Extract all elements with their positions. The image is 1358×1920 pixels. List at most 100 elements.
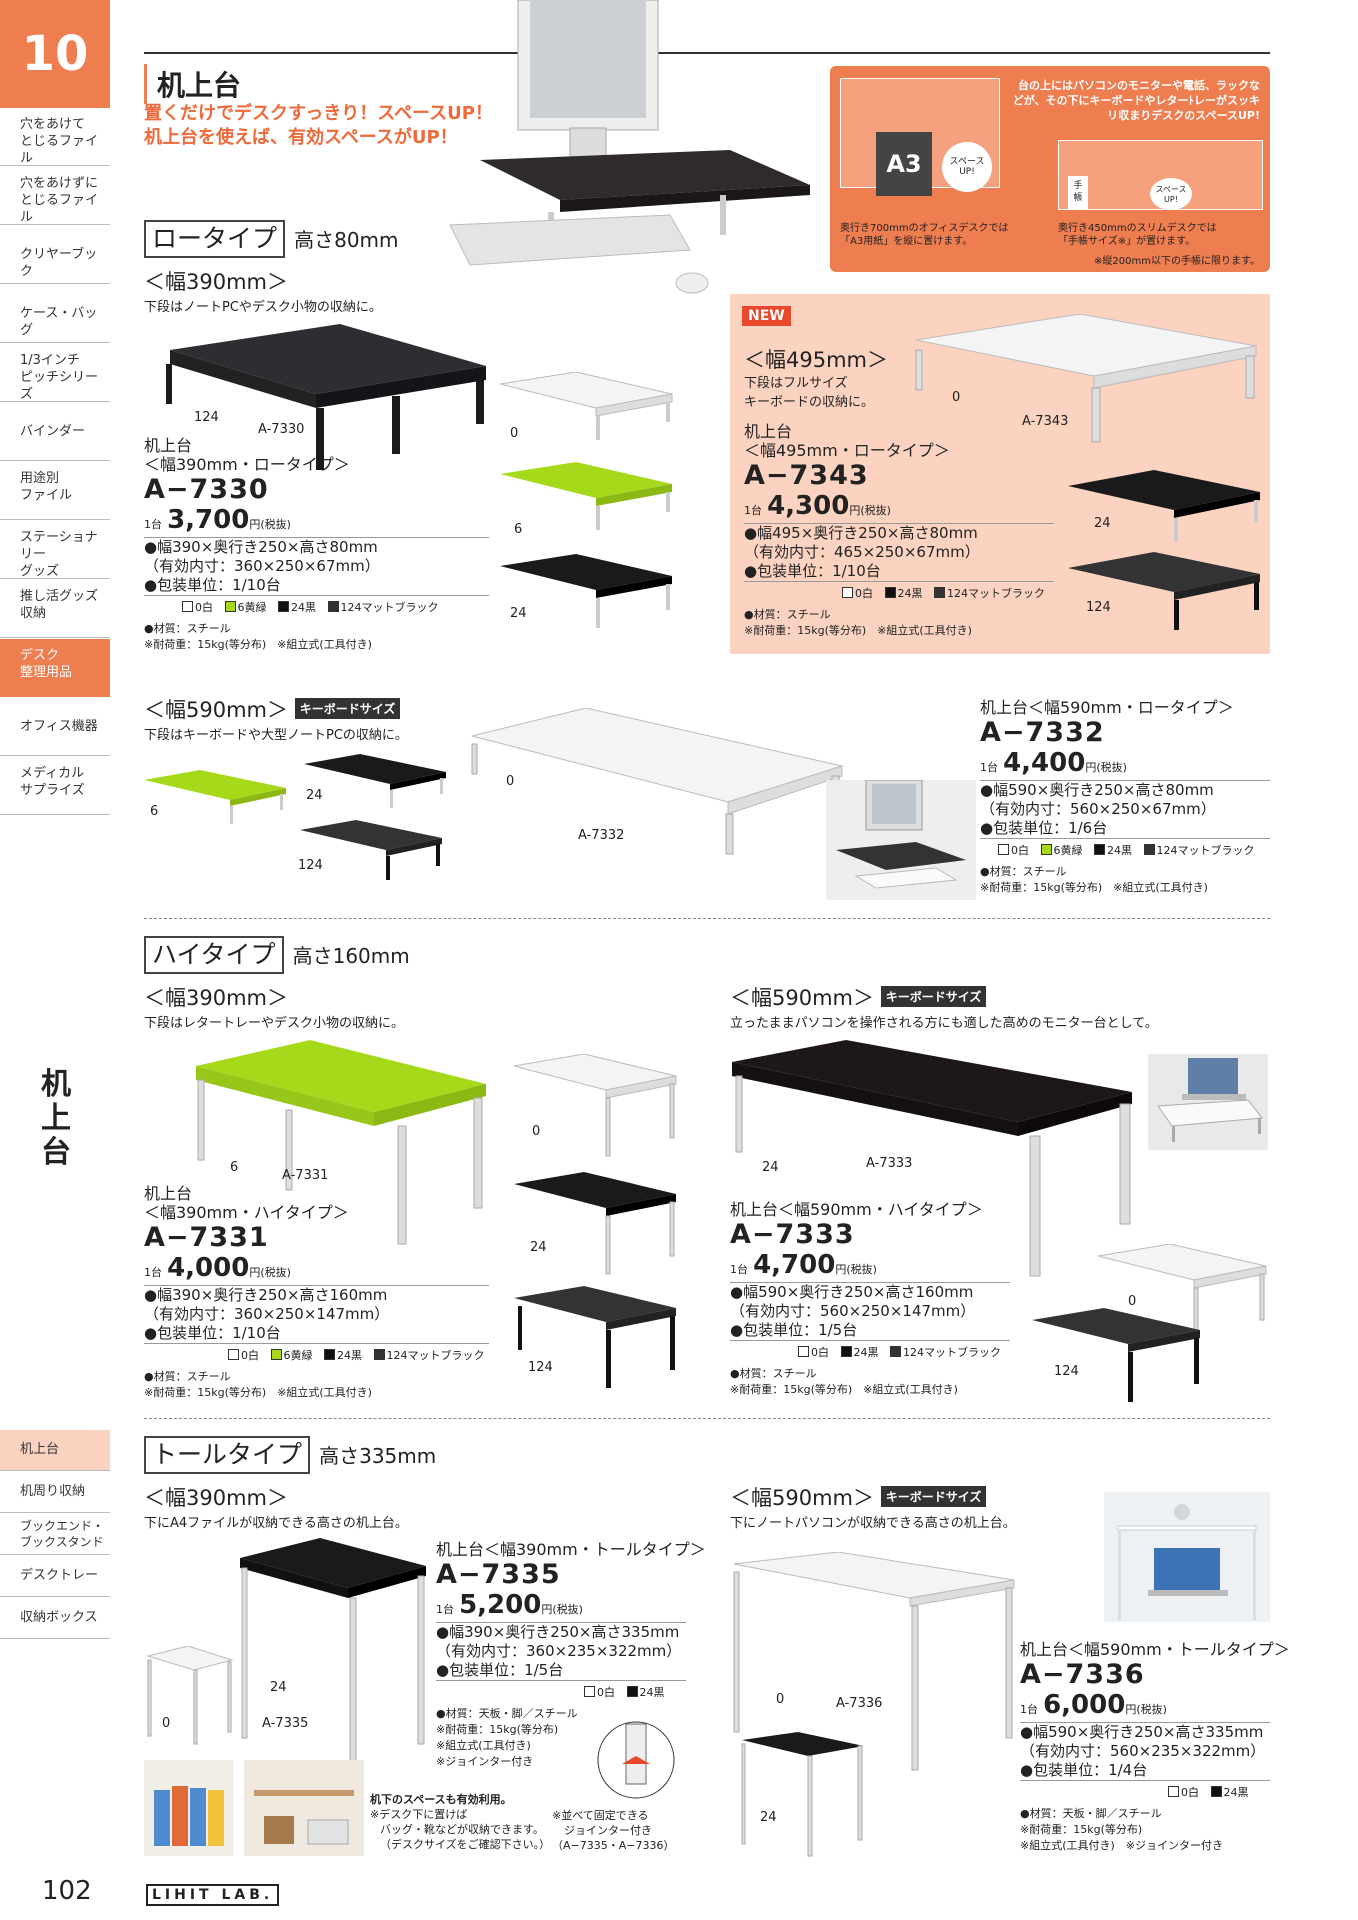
color-label: 24黒 <box>1223 1786 1249 1799</box>
sidebar-item[interactable]: ステーショナリー グッズ <box>0 521 110 579</box>
a7335-info: 机上台＜幅390mm・トールタイプ＞ A−7335 1台 5,200円(税抜) … <box>436 1540 706 1770</box>
color-label: 0白 <box>855 587 873 600</box>
product-code: A−7343 <box>744 460 869 491</box>
material: ●材質：天板・脚／スチール <box>436 1707 578 1720</box>
price: 3,700 <box>167 505 250 535</box>
space-up-badge-2: スペース UP! <box>1150 178 1192 210</box>
color-label: 24黒 <box>639 1686 665 1699</box>
color-options: 0白 24黒 124マットブラック <box>730 1340 1010 1360</box>
product-subname: ＜幅390mm・ハイタイプ＞ <box>144 1203 349 1222</box>
variant-black <box>514 1172 676 1275</box>
color-label: 0白 <box>811 1346 829 1359</box>
a7330-product-image <box>166 324 486 470</box>
variant-white <box>146 1646 234 1745</box>
price: 4,400 <box>1003 748 1086 778</box>
variant-num: 24 <box>306 788 323 803</box>
chapter-number: 10 <box>0 0 110 108</box>
img-num: 0 <box>952 390 961 405</box>
price: 6,000 <box>1043 1690 1126 1720</box>
color-label: 0白 <box>195 601 213 614</box>
a7336-product-image <box>733 1552 1015 1771</box>
product-code: A−7335 <box>436 1559 561 1590</box>
sidebar-item[interactable]: 1/3インチ ピッチシリーズ <box>0 344 110 402</box>
price: 4,300 <box>767 491 850 521</box>
variant-yellow <box>500 462 672 530</box>
sidebar-item[interactable]: 推し活グッズ 収納 <box>0 580 110 638</box>
price: 4,700 <box>753 1250 836 1280</box>
monitor-on-desk-photo <box>449 0 810 294</box>
a7330-info: 机上台 ＜幅390mm・ロータイプ＞ A−7330 1台 3,700円(税抜) … <box>144 436 489 653</box>
info-box-text: 台の上にはパソコンのモニターや電話、ラックなどが、その下にキーボードやレターﾄレ… <box>1012 79 1260 122</box>
usage-photo-under-desk <box>244 1760 364 1856</box>
tax: 円(税抜) <box>849 504 891 517</box>
price: 4,000 <box>167 1253 250 1283</box>
variant-matblack <box>300 820 442 880</box>
size-heading: ＜幅390mm＞ <box>144 986 288 1010</box>
product-name: 机上台＜幅590mm・ハイタイプ＞ <box>730 1200 983 1219</box>
product-code: A−7330 <box>144 474 269 505</box>
unit: 1台 <box>730 1263 748 1276</box>
swatch-black <box>1210 1786 1222 1797</box>
sub-nav-item-active[interactable]: 机上台 <box>0 1430 110 1471</box>
material: ●材質：スチール <box>744 608 831 621</box>
tax: 円(税抜) <box>249 1266 291 1279</box>
spec: （有効内寸：560×250×147mm） <box>730 1302 976 1320</box>
keyboard-size-badge: キーボードサイズ <box>880 986 987 1007</box>
material: ●材質：天板・脚／スチール <box>1020 1807 1162 1820</box>
sidebar-item[interactable]: メディカル サプライズ <box>0 757 110 815</box>
sidebar-item[interactable]: 穴をあけて とじるファイル <box>0 108 110 166</box>
size-heading: ＜幅590mm＞ <box>144 698 288 722</box>
notes: ※ジョインター付き <box>436 1755 534 1768</box>
high-type-heading: ハイタイプ 高さ160mm <box>144 936 410 974</box>
sidebar-item[interactable]: バインダー <box>0 403 110 461</box>
unit: 1台 <box>980 761 998 774</box>
color-label: 0白 <box>241 1349 259 1362</box>
sub-nav-item[interactable]: ブックエンド・ ブックスタンド <box>0 1514 110 1555</box>
side-title: 机 上 台 <box>41 1067 71 1170</box>
tax: 円(税抜) <box>1125 1703 1167 1716</box>
brand-logo: LIHIT LAB. <box>146 1884 280 1906</box>
sidebar-item[interactable]: ケース・バッグ <box>0 285 110 343</box>
note-line: ジョインター付き <box>564 1824 652 1837</box>
a7332-info: 机上台＜幅590mm・ロータイプ＞ A−7332 1台 4,400円(税抜) ●… <box>980 698 1270 896</box>
variant-num: 0 <box>162 1716 171 1731</box>
size-heading-590-tall: ＜幅590mm＞ キーボードサイズ <box>730 1482 987 1512</box>
sub-nav-item[interactable]: 収納ボックス <box>0 1598 110 1639</box>
sidebar-item[interactable]: 穴をあけずに とじるファイル <box>0 167 110 225</box>
page-title: 机上台 <box>157 69 242 102</box>
spec: ●幅390×奥行き250×高さ335mm <box>436 1623 680 1641</box>
a7333-usage-photo <box>1148 1054 1268 1150</box>
size-desc: 下にノートパソコンが収納できる高さの机上台。 <box>730 1516 1016 1531</box>
spec: ●包装単位：1/6台 <box>980 819 1108 837</box>
section-divider <box>144 1418 1270 1419</box>
sidebar-item[interactable]: クリヤーブック <box>0 226 110 284</box>
swatch-white <box>798 1346 809 1357</box>
img-code: A-7331 <box>282 1168 329 1183</box>
color-label: 24黒 <box>337 1349 362 1362</box>
size-desc: 下にA4ファイルが収納できる高さの机上台。 <box>144 1516 408 1531</box>
color-options: 0白 24黒 <box>436 1680 686 1700</box>
low-type-heading: ロータイプ 高さ80mm <box>144 220 399 258</box>
variant-num: 124 <box>528 1360 553 1375</box>
notes: ※耐荷重：15kg(等分布) ※組立式(工具付き) <box>144 1386 372 1399</box>
new-badge: NEW <box>742 306 791 326</box>
swatch-yellow <box>1040 844 1052 855</box>
a7335-product-image <box>240 1538 426 1775</box>
sub-nav-item[interactable]: デスクトレー <box>0 1556 110 1597</box>
sidebar-item-active[interactable]: デスク 整理用品 <box>0 639 110 697</box>
swatch-yellow <box>270 1349 282 1360</box>
img-code: A-7330 <box>258 422 305 437</box>
size-heading: ＜幅390mm＞ <box>144 270 288 294</box>
tall-type-heading: トールタイプ 高さ335mm <box>144 1436 436 1474</box>
spec: （有効内寸：360×235×322mm） <box>436 1642 682 1660</box>
color-label: 0白 <box>1011 844 1029 857</box>
color-label: 124マットブラック <box>340 601 439 614</box>
notes: ※耐荷重：15kg(等分布) ※組立式(工具付き) <box>144 638 372 651</box>
sidebar-item[interactable]: オフィス機器 <box>0 698 110 756</box>
variant-num: 24 <box>1094 516 1111 531</box>
spec: ●幅390×奥行き250×高さ160mm <box>144 1286 388 1304</box>
sub-nav-item[interactable]: 机周り収納 <box>0 1472 110 1513</box>
color-label: 24黒 <box>1107 844 1132 857</box>
variant-white <box>1097 1244 1267 1339</box>
sidebar-item[interactable]: 用途別 ファイル <box>0 462 110 520</box>
